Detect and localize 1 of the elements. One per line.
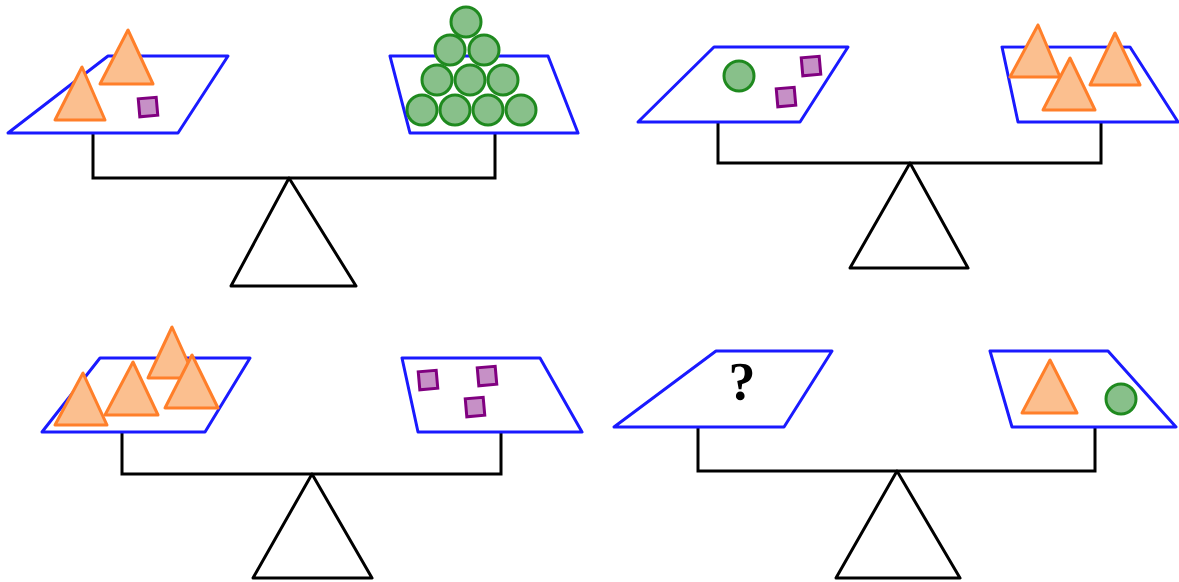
question-mark: ? [731, 363, 753, 401]
